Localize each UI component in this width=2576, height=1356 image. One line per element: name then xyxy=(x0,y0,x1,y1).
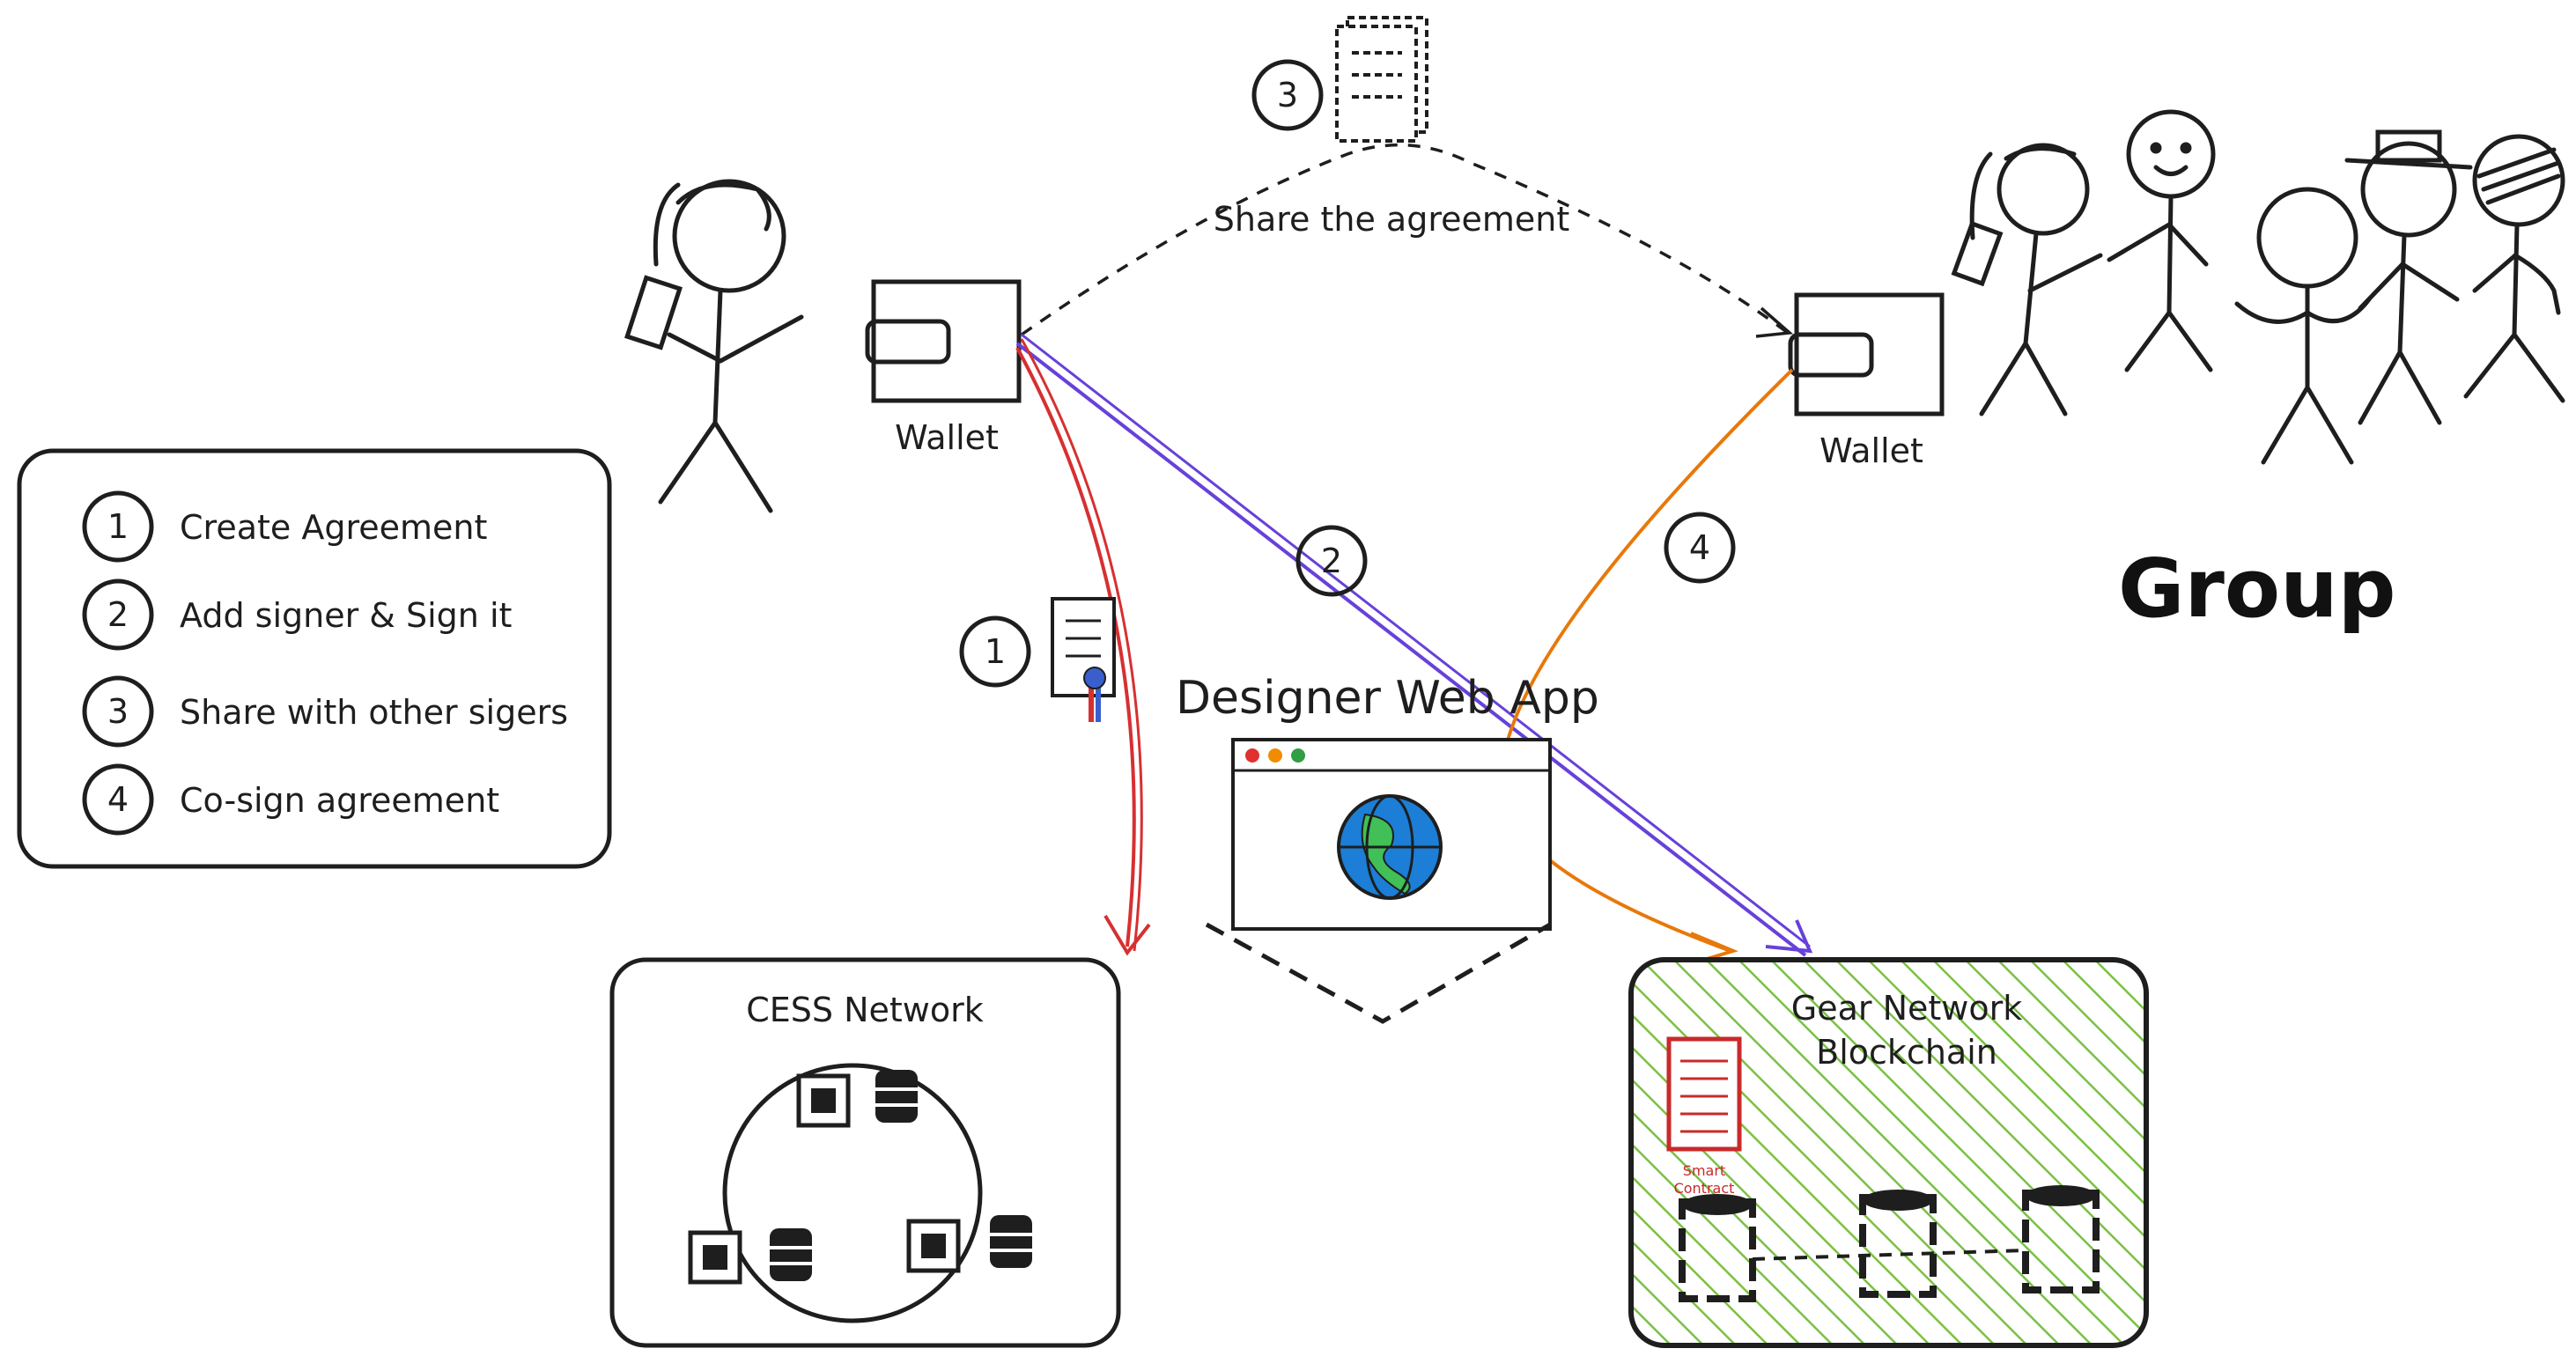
webapp-title: Designer Web App xyxy=(1176,672,1599,725)
legend-text: Create Agreement xyxy=(180,508,487,547)
group-label: Group xyxy=(2118,542,2395,636)
step-circle xyxy=(1664,512,1736,584)
legend-num: 2 xyxy=(107,595,129,634)
database-icon xyxy=(770,1228,812,1281)
step-number: 3 xyxy=(1277,76,1298,114)
wallet-right-icon xyxy=(1788,292,1945,416)
step-circle xyxy=(82,675,154,748)
gear-title-line1: Gear Network xyxy=(1791,989,2022,1028)
step-circle xyxy=(82,579,154,651)
certificate-icon xyxy=(1051,597,1116,722)
legend-item: 1 Create Agreement xyxy=(82,490,487,563)
step-circle xyxy=(82,490,154,563)
step-number: 1 xyxy=(985,632,1006,671)
legend-panel: 1 Create Agreement 2 Add signer & Sign i… xyxy=(17,448,612,869)
step-circle xyxy=(1295,525,1368,597)
create-arrow-red xyxy=(1015,338,1151,956)
share-step: 3 xyxy=(1251,59,1324,131)
step-1-marker: 1 xyxy=(959,615,1031,688)
legend-item: 4 Co-sign agreement xyxy=(82,763,499,836)
step-circle xyxy=(1251,59,1324,131)
smart-contract-label-2: Contract xyxy=(1674,1180,1735,1197)
step-circle xyxy=(82,763,154,836)
step-circle xyxy=(959,615,1031,688)
share-arrow xyxy=(1020,143,1794,338)
gear-network-box: Gear Network Blockchain Smart Contract xyxy=(1628,957,2149,1348)
signer-person-icon xyxy=(624,179,804,513)
legend-num: 1 xyxy=(107,507,129,546)
legend-num: 3 xyxy=(107,692,129,731)
cess-title: CESS Network xyxy=(746,991,984,1029)
chip-icon xyxy=(906,1219,961,1273)
step-number: 4 xyxy=(1689,528,1710,567)
step-number: 2 xyxy=(1321,542,1342,580)
chip-icon xyxy=(796,1073,851,1128)
wallet-left-icon xyxy=(865,279,1022,403)
document-stack-icon xyxy=(1335,16,1428,143)
step-4-marker: 4 xyxy=(1664,512,1736,584)
database-icon xyxy=(990,1215,1032,1268)
chip-icon xyxy=(688,1230,742,1285)
gear-title-line2: Blockchain xyxy=(1816,1033,1997,1072)
sign-arrow-purple xyxy=(1015,333,1813,957)
smart-contract-label-1: Smart xyxy=(1683,1162,1725,1179)
wallet-right-label: Wallet xyxy=(1819,431,1923,470)
cess-network-box: CESS Network xyxy=(609,957,1121,1348)
legend-item: 3 Share with other sigers xyxy=(82,675,568,748)
legend-text: Add signer & Sign it xyxy=(180,596,512,635)
globe-icon xyxy=(1337,794,1443,900)
node-cylinder-icon xyxy=(1679,1194,1756,1302)
step-2-marker: 2 xyxy=(1295,525,1368,597)
group-people-icon xyxy=(1951,109,2565,465)
legend-text: Co-sign agreement xyxy=(180,781,499,820)
legend-num: 4 xyxy=(107,780,129,819)
web-browser-icon xyxy=(1231,738,1552,931)
node-cylinder-icon xyxy=(1859,1190,1937,1298)
share-label: Share the agreement xyxy=(1214,200,1570,239)
node-cylinder-icon xyxy=(2022,1185,2100,1293)
webapp-bracket xyxy=(1205,922,1552,1024)
legend-item: 2 Add signer & Sign it xyxy=(82,579,512,651)
wallet-left-label: Wallet xyxy=(895,418,999,457)
legend-text: Share with other sigers xyxy=(180,693,568,732)
smart-contract-icon xyxy=(1666,1036,1742,1152)
database-icon xyxy=(875,1070,918,1123)
